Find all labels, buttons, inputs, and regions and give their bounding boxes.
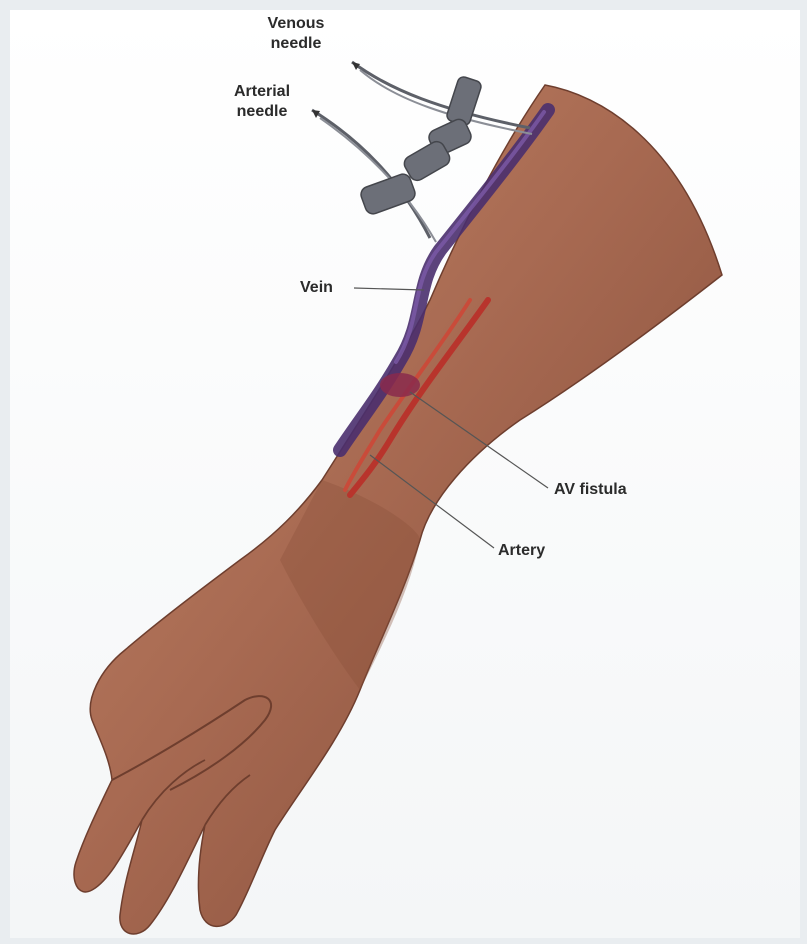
venous-needle-label-line1: Venous [246, 14, 346, 34]
venous-needle-label-line2: needle [246, 34, 346, 54]
arterial-needle-label: Arterial needle [212, 82, 312, 122]
venous-needle-label: Venous needle [246, 14, 346, 54]
av-fistula-junction [380, 373, 420, 397]
arterial-needle-label-line2: needle [212, 102, 312, 122]
artery-label: Artery [498, 541, 545, 561]
arterial-needle-label-line1: Arterial [212, 82, 312, 102]
av-fistula-label: AV fistula [554, 480, 627, 500]
vein-label: Vein [300, 278, 333, 298]
